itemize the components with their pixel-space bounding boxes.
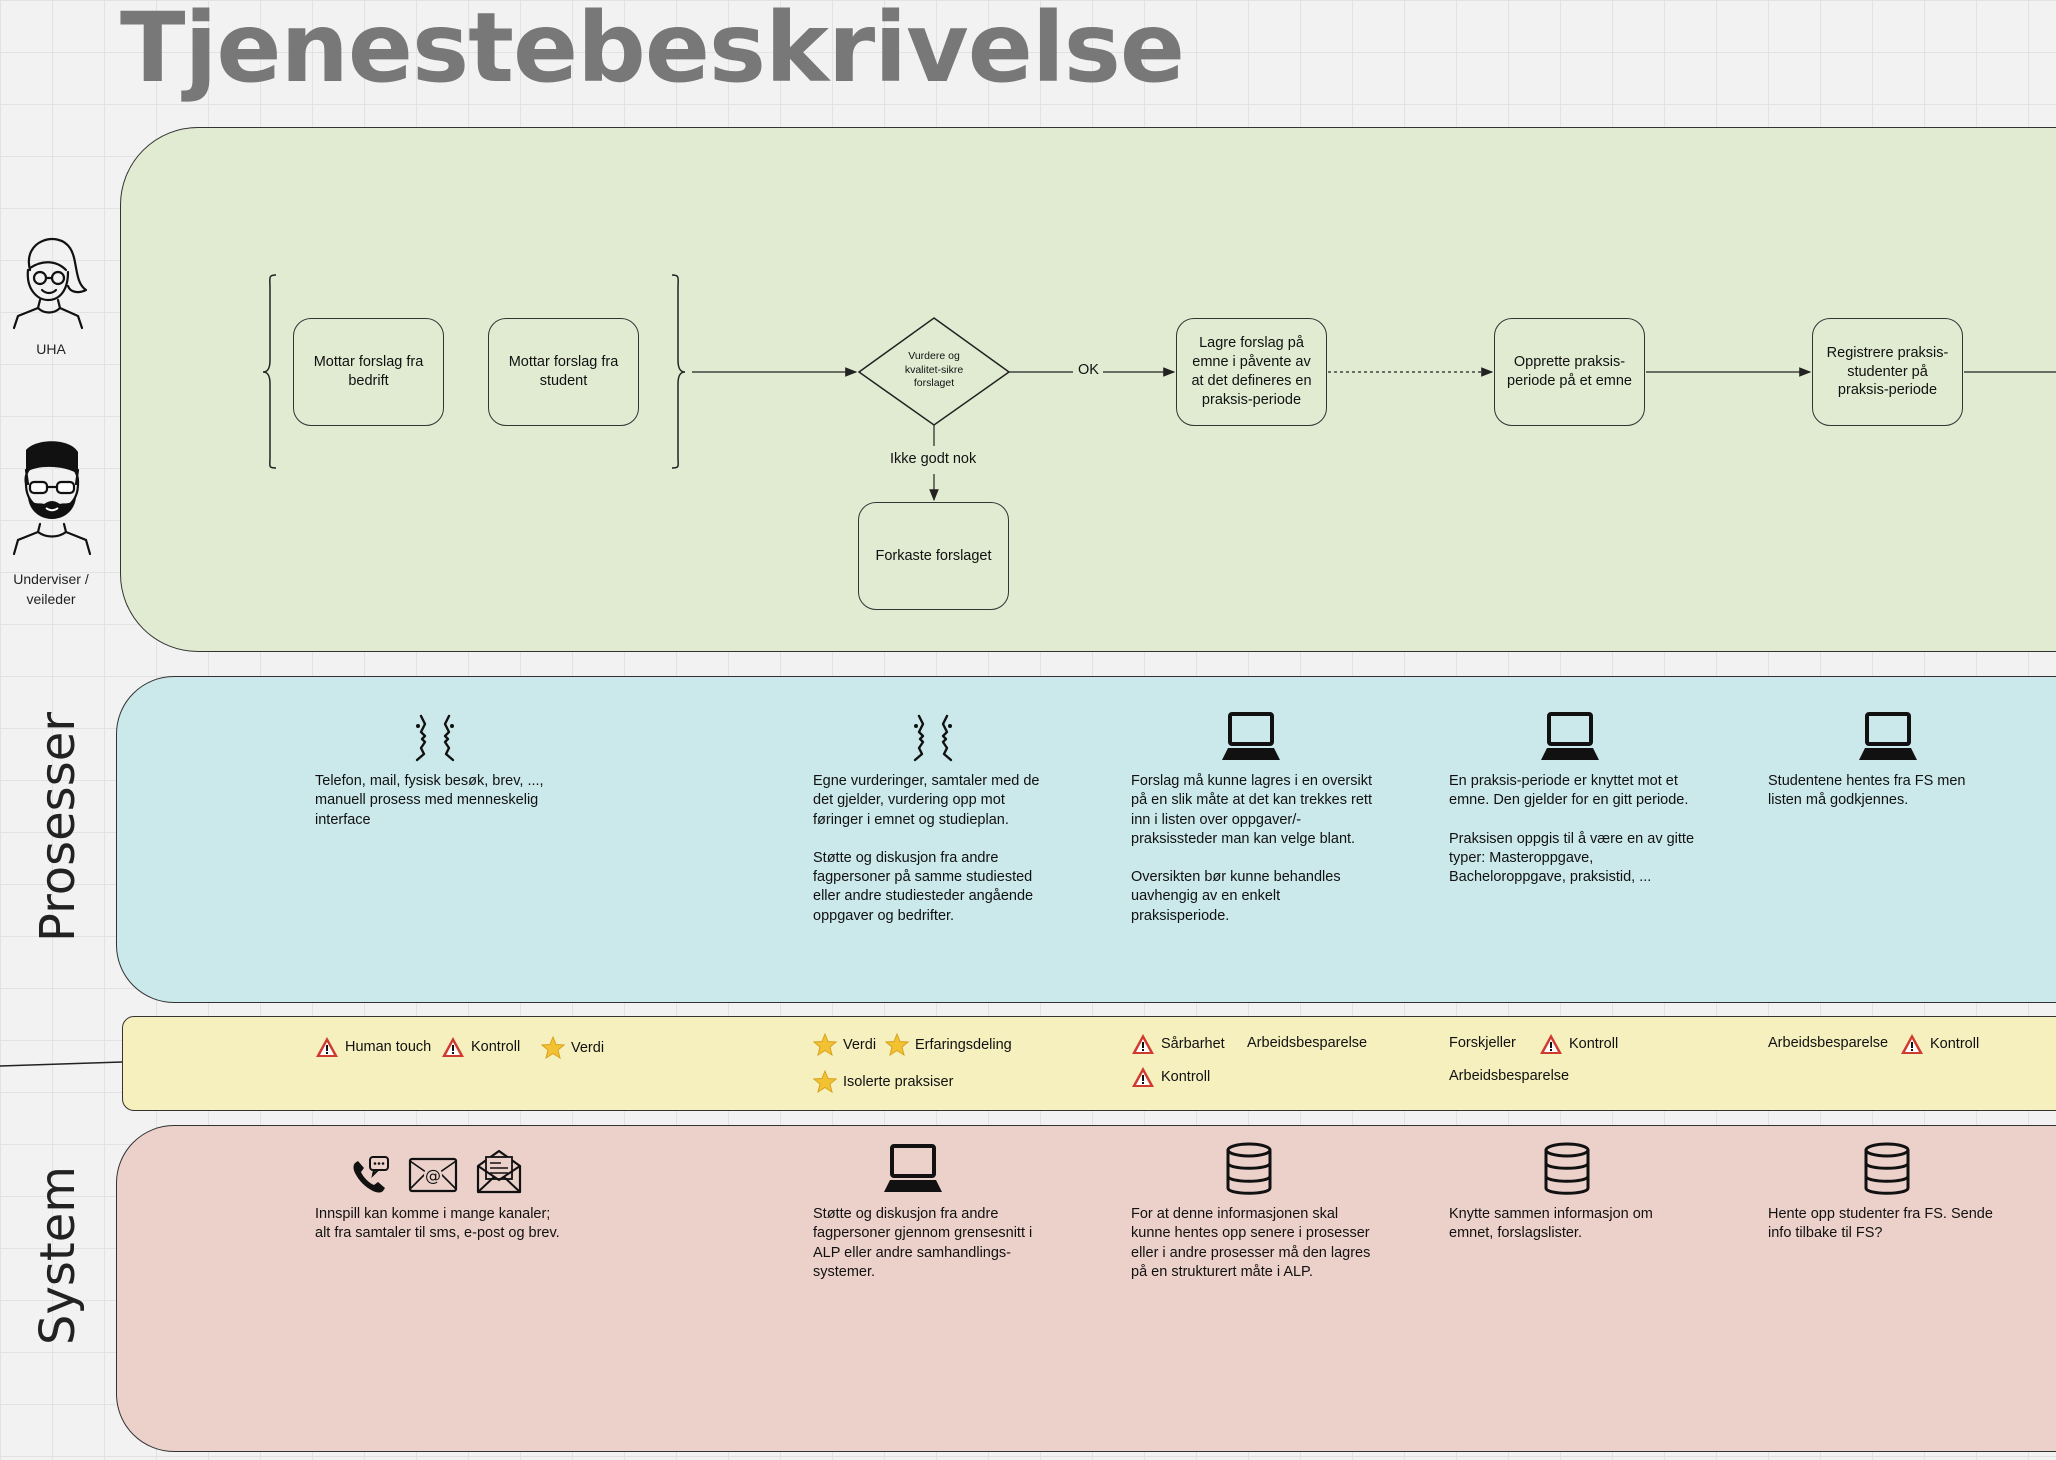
eval-tag: Arbeidsbesparelse <box>1247 1035 1368 1051</box>
edge-into-eval <box>0 1061 123 1067</box>
eval-tag: Isolerte praksiser <box>813 1070 953 1093</box>
system-desc-4: Knytte sammen informasjon om emnet, fors… <box>1449 1206 1653 1242</box>
eval-tag: Kontroll <box>1900 1033 1979 1055</box>
faces-talking-icon <box>913 714 953 762</box>
node-mottar-student[interactable]: Mottar forslag fra student <box>488 318 639 426</box>
warning-icon <box>1540 1034 1562 1054</box>
star-icon <box>541 1036 565 1059</box>
underviser-person-icon <box>12 441 92 556</box>
edge-label-not-good: Ikke godt nok <box>890 451 977 467</box>
lane-processes <box>116 676 2056 1003</box>
star-icon <box>813 1070 837 1093</box>
process-desc-4: En praksis-periode er knyttet mot et emn… <box>1449 773 1695 886</box>
lane-evaluation <box>122 1016 2056 1111</box>
eval-tag: Sårbarhet <box>1131 1033 1225 1055</box>
node-registrere-studenter[interactable]: Registrere praksis-studenter på praksis-… <box>1812 318 1963 426</box>
eval-tag: Verdi <box>813 1033 876 1056</box>
system-desc-2: Støtte og diskusjon fra andre fagpersone… <box>813 1206 1033 1280</box>
phone-chat-icon <box>353 1156 389 1193</box>
node-opprette-praksisperiode[interactable]: Opprette praksis-periode på et emne <box>1494 318 1645 426</box>
svg-text:@: @ <box>425 1166 441 1185</box>
database-icon <box>1864 1142 1910 1195</box>
system-desc-1: Innspill kan komme i mange kanaler; alt … <box>315 1206 560 1242</box>
eval-tag: Kontroll <box>441 1036 520 1058</box>
page-title: Tjenestebeskrivelse <box>120 0 1185 104</box>
lane-actors <box>120 127 2056 652</box>
process-desc-1: Telefon, mail, fysisk besøk, brev, ..., … <box>315 773 544 828</box>
eval-tag: Forskjeller <box>1449 1035 1516 1051</box>
eval-tag: Human touch <box>315 1036 431 1058</box>
eval-tag: Erfaringsdeling <box>885 1033 1012 1056</box>
eval-tag: Arbeidsbesparelse <box>1768 1035 1889 1051</box>
laptop-icon <box>1222 712 1280 760</box>
group-brace-left <box>262 274 277 469</box>
database-icon <box>1226 1142 1272 1195</box>
warning-icon <box>1901 1034 1923 1054</box>
eval-tag: Kontroll <box>1131 1066 1210 1088</box>
star-icon <box>885 1033 909 1056</box>
warning-icon <box>442 1037 464 1057</box>
faces-talking-icon <box>415 714 455 762</box>
warning-icon <box>1132 1067 1154 1087</box>
group-brace-right <box>671 274 686 469</box>
edge-label-ok: OK <box>1078 362 1099 378</box>
eval-tag: Verdi <box>541 1036 604 1059</box>
star-icon <box>813 1033 837 1056</box>
process-desc-2: Egne vurderinger, samtaler med de det gj… <box>813 773 1040 924</box>
node-lagre-forslag[interactable]: Lagre forslag på emne i påvente av at de… <box>1176 318 1327 426</box>
warning-icon <box>316 1037 338 1057</box>
decision-label[interactable]: Vurdere og kvalitet-sikre forslaget <box>904 350 964 390</box>
process-desc-5: Studentene hentes fra FS men listen må g… <box>1768 773 1966 809</box>
eval-tag: Kontroll <box>1539 1033 1618 1055</box>
node-forkaste[interactable]: Forkaste forslaget <box>858 502 1009 610</box>
email-at-icon: @ <box>408 1157 458 1193</box>
node-mottar-bedrift[interactable]: Mottar forslag fra bedrift <box>293 318 444 426</box>
actor-label-uha: UHA <box>36 341 66 357</box>
uha-person-icon <box>12 238 88 330</box>
laptop-icon <box>1541 712 1599 760</box>
process-desc-3: Forslag må kunne lagres i en oversikt på… <box>1131 773 1372 924</box>
laptop-icon <box>884 1144 942 1192</box>
system-desc-5: Hente opp studenter fra FS. Sende info t… <box>1768 1206 1993 1242</box>
warning-icon <box>1132 1034 1154 1054</box>
laptop-icon <box>1859 712 1917 760</box>
open-envelope-icon <box>476 1149 522 1194</box>
actor-label-underviser: Underviser / veileder <box>13 571 89 607</box>
system-desc-3: For at denne informasjonen skal kunne he… <box>1131 1206 1371 1280</box>
eval-tag: Arbeidsbesparelse <box>1449 1068 1570 1084</box>
database-icon <box>1544 1142 1590 1195</box>
